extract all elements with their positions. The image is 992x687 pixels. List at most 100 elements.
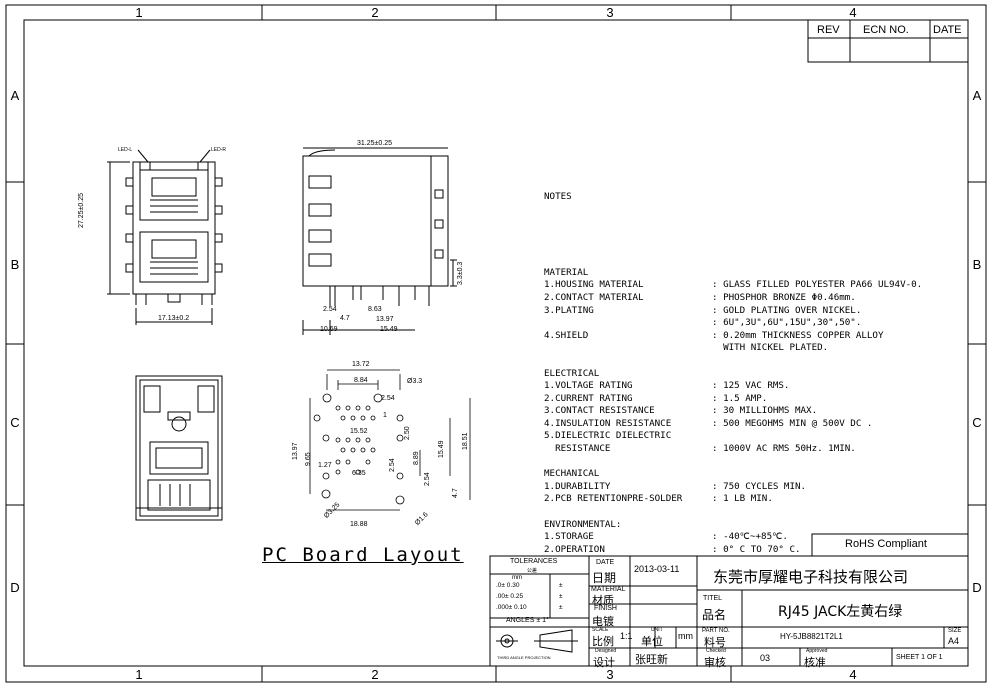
notes-line: ENVIRONMENTAL:	[544, 519, 621, 532]
ecn-header: ECN NO.	[863, 24, 909, 36]
notes-line-value: WITH NICKEL PLATED.	[712, 342, 829, 354]
titel-en: TITEL	[703, 595, 723, 602]
notes-line-value: : 1000V AC RMS 50Hz. 1MIN.	[712, 443, 856, 455]
notes-line: 1.HOUSING MATERIAL: GLASS FILLED POLYEST…	[544, 279, 922, 292]
date-value: 2013-03-11	[634, 564, 680, 574]
zone-row-b-left: B	[10, 257, 20, 272]
notes-line-value: : 6U",3U",6U",15U",30",50".	[712, 317, 862, 329]
zone-col-3-bottom: 3	[606, 667, 614, 682]
notes-line-value: : 1 LB MIN.	[712, 493, 773, 505]
tolerance-sign: ±	[559, 604, 563, 611]
finish-cn: 电镀	[592, 615, 614, 628]
designed-value: 张旺新	[635, 653, 668, 666]
angles-label: ANGLES ± 1°	[506, 617, 549, 624]
notes-line-label: 1.VOLTAGE RATING	[544, 380, 633, 392]
notes-line-label: 1.DURABILITY	[544, 480, 611, 492]
notes-line-label: 2.PCB RETENTIONPRE-SOLDER	[544, 493, 683, 505]
side-length-dim: 31.25±0.25	[357, 140, 392, 147]
zone-col-1-top: 1	[135, 5, 143, 20]
side-dim-2-54: 2.54	[323, 306, 337, 313]
tolerances-cn: 公差	[527, 568, 538, 574]
rev-header: REV	[817, 24, 840, 36]
projection-label: THIRD ANGLE PROJECTION	[497, 655, 551, 660]
pcb-dim-1-52: 15.52	[350, 428, 368, 435]
notes-line: 1.STORAGE : -40℃~+85℃.	[544, 531, 788, 544]
notes-line-value: : 0° C TO 70° C.	[712, 543, 801, 555]
company-name: 东莞市厚耀电子科技有限公司	[713, 568, 909, 586]
date-en: DATE	[596, 559, 615, 566]
notes-line-value: : 30 MILLIOHMS MAX.	[712, 405, 818, 417]
size-en: SIZE	[948, 628, 962, 634]
approved-cn: 核准	[804, 656, 826, 669]
led-left-label: LED-L	[118, 147, 133, 153]
notes-line-value: : 125 VAC RMS.	[712, 380, 790, 392]
pcb-dim-18-88: 18.88	[350, 521, 368, 528]
tolerance-value: .00± 0.25	[496, 593, 524, 600]
front-view-drawing	[107, 149, 223, 325]
zone-row-c-right: C	[972, 415, 982, 430]
notes-line: : 6U",3U",6U",15U",30",50".	[544, 317, 861, 330]
notes-line-label: MECHANICAL	[544, 468, 600, 480]
designed-en: Designed	[595, 648, 617, 654]
notes-line: ELECTRICAL	[544, 368, 599, 381]
tolerance-value: .000± 0.10	[496, 604, 527, 611]
unit-value: mm	[678, 631, 693, 641]
notes-line-label: 2.CONTACT MATERIAL	[544, 291, 644, 303]
tolerances-mm: mm	[512, 575, 522, 581]
designed-cn: 设计	[593, 656, 615, 669]
unit-en: UNIT	[651, 627, 663, 633]
notes-line-label: 1.HOUSING MATERIAL	[544, 279, 644, 291]
notes-line-label: ELECTRICAL	[544, 367, 600, 379]
part-no-en: PART NO.	[702, 628, 730, 634]
tolerances-label: TOLERANCES	[510, 558, 558, 565]
zone-col-4-bottom: 4	[849, 667, 857, 682]
pcb-dim-1: 1	[383, 412, 387, 419]
notes-line: MATERIAL	[544, 267, 588, 280]
notes-line-value: : 0.20mm THICKNESS COPPER ALLOY	[712, 329, 884, 341]
scale-en: SCALE	[592, 627, 609, 633]
part-title: RJ45 JACK左黄右绿	[778, 604, 903, 620]
pcb-dim-1-27: 1.27	[318, 462, 332, 469]
notes-line-value: : 750 CYCLES MIN.	[712, 480, 807, 492]
checked-cn: 审核	[704, 656, 726, 669]
notes-line-label: 3.PLATING	[544, 304, 594, 316]
pcb-dim-2-54a: 2.54	[381, 395, 395, 402]
date-header: DATE	[933, 24, 962, 36]
sheet-label: SHEET 1 OF 1	[896, 654, 943, 661]
notes-line-label: 4.INSULATION RESISTANCE	[544, 417, 672, 429]
size-value: A4	[948, 636, 960, 646]
notes-line: 1.VOLTAGE RATING : 125 VAC RMS.	[544, 380, 789, 393]
approved-en: Approved	[806, 648, 828, 654]
date-cn: 日期	[592, 571, 617, 585]
pcb-dim-6-35: 6.35	[352, 470, 366, 477]
tolerance-value: .0± 0.30	[496, 582, 520, 589]
side-view-drawing	[302, 147, 457, 335]
notes-line: 3.PLATING : GOLD PLATING OVER NICKEL.	[544, 305, 861, 318]
zone-col-2-bottom: 2	[371, 667, 379, 682]
checked-value: 03	[760, 653, 771, 663]
notes-line: 4.SHIELD : 0.20mm THICKNESS COPPER ALLOY	[544, 330, 883, 343]
notes-line-label: ENVIRONMENTAL:	[544, 518, 622, 530]
notes-line-label: RESISTANCE	[544, 443, 611, 455]
zone-col-2-top: 2	[371, 5, 379, 20]
notes-line-label: 4.SHIELD	[544, 329, 589, 341]
notes-line-value: : PHOSPHOR BRONZE Φ0.46mm.	[712, 291, 856, 303]
notes-line: 3.CONTACT RESISTANCE: 30 MILLIOHMS MAX.	[544, 405, 817, 418]
scale-cn: 比例	[592, 635, 614, 648]
notes-line-value: : GOLD PLATING OVER NICKEL.	[712, 304, 862, 316]
pcb-hole-dia: Ø3.3	[407, 378, 423, 385]
notes-line-label: 1.STORAGE	[544, 531, 594, 543]
side-dim-8-63: 8.63	[368, 306, 382, 313]
notes-line-value: : -40℃~+85℃.	[712, 531, 788, 543]
notes-line-label: MATERIAL	[544, 266, 589, 278]
notes-line-value: : 500 MEGOHMS MIN @ 500V DC .	[712, 417, 873, 429]
pcb-layout-title: PC Board Layout	[262, 544, 464, 566]
finish-en: FINISH	[594, 605, 617, 612]
notes-line: 1.DURABILITY : 750 CYCLES MIN.	[544, 481, 806, 494]
titel-cn: 品名	[702, 608, 727, 622]
side-dim-10-69: 10.69	[320, 326, 338, 333]
part-no-cn: 料号	[704, 636, 726, 649]
tolerance-sign: ±	[559, 582, 563, 589]
